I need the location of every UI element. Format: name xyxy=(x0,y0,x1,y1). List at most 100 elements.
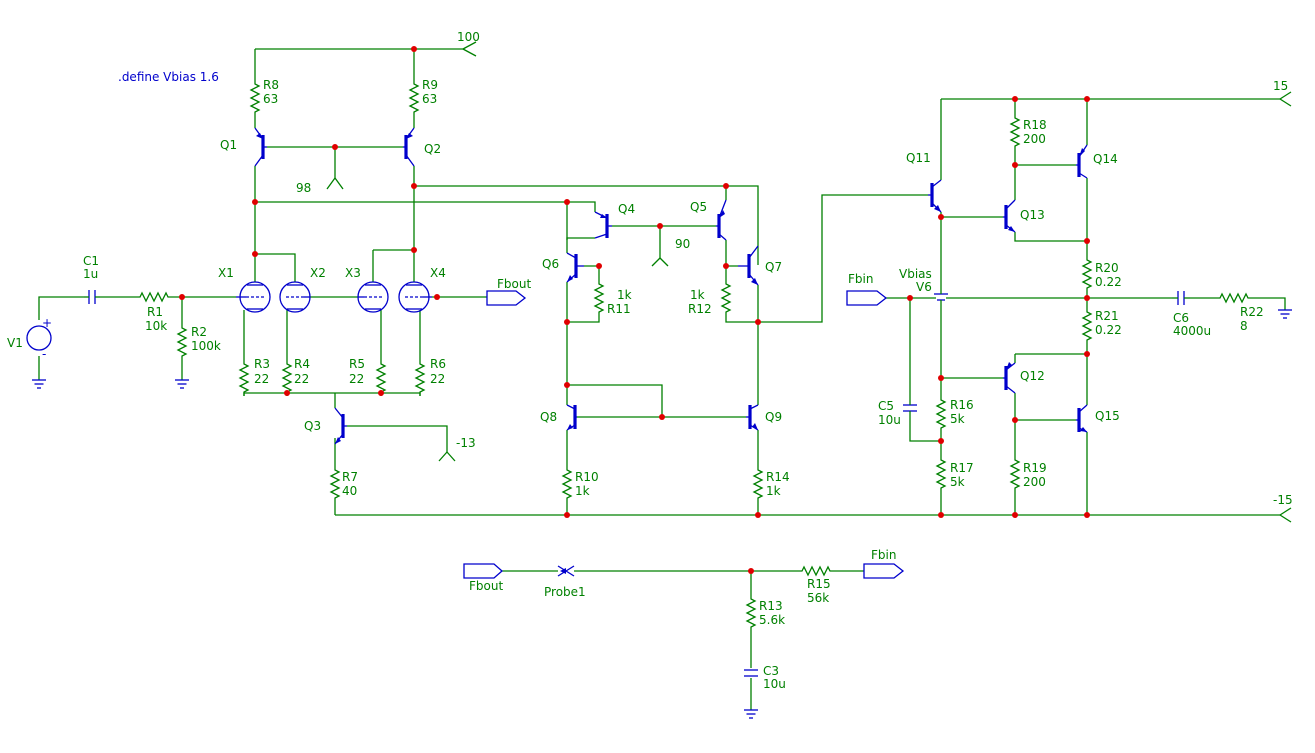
svg-text:10k: 10k xyxy=(145,319,167,333)
triode-x4[interactable]: X4 xyxy=(398,266,446,313)
transistor-q11[interactable]: Q11 xyxy=(906,151,942,213)
svg-text:Q4: Q4 xyxy=(618,202,635,216)
transistor-q15[interactable]: Q15 xyxy=(1076,404,1120,433)
svg-text:R11: R11 xyxy=(607,302,631,316)
capacitor-c6[interactable]: C6 4000u xyxy=(1172,291,1211,338)
svg-text:Q11: Q11 xyxy=(906,151,931,165)
supply-90-flag[interactable]: 90 xyxy=(651,237,690,267)
v1-voltage-source[interactable]: + - V1 xyxy=(7,316,52,361)
transistor-q12[interactable]: Q12 xyxy=(1003,362,1045,394)
svg-text:Q14: Q14 xyxy=(1093,152,1118,166)
fbout-port-left[interactable]: Fbout xyxy=(463,563,503,593)
svg-text:Fbout: Fbout xyxy=(497,277,531,291)
svg-text:22: 22 xyxy=(254,372,269,386)
v6-bias-source[interactable]: Vbias V6 xyxy=(899,267,948,306)
svg-text:0.22: 0.22 xyxy=(1095,323,1122,337)
svg-text:C5: C5 xyxy=(878,399,894,413)
svg-text:R10: R10 xyxy=(575,470,599,484)
triode-x3[interactable]: X3 xyxy=(345,266,389,313)
fbout-port-right[interactable]: Fbout xyxy=(486,277,531,306)
svg-text:Q13: Q13 xyxy=(1020,208,1045,222)
spice-directive[interactable]: .define Vbias 1.6 xyxy=(118,70,219,84)
svg-text:1k: 1k xyxy=(575,484,590,498)
svg-text:5k: 5k xyxy=(950,412,965,426)
svg-text:1k: 1k xyxy=(766,484,781,498)
supply-100-flag[interactable]: 100 xyxy=(457,30,480,57)
svg-text:10u: 10u xyxy=(878,413,901,427)
svg-text:200: 200 xyxy=(1023,475,1046,489)
supply-neg13-flag[interactable]: -13 xyxy=(438,436,476,462)
triode-x2[interactable]: X2 xyxy=(279,266,326,313)
transistor-q14[interactable]: Q14 xyxy=(1076,144,1118,179)
svg-text:56k: 56k xyxy=(807,591,829,605)
ground-icon xyxy=(31,379,47,389)
fbin-port-right[interactable]: Fbin xyxy=(863,548,905,579)
transistor-q4[interactable]: Q4 xyxy=(594,202,635,239)
svg-text:C6: C6 xyxy=(1173,311,1189,325)
fbin-port-left[interactable]: Fbin xyxy=(846,272,888,306)
transistor-q7[interactable]: Q7 xyxy=(738,245,782,286)
svg-text:4000u: 4000u xyxy=(1173,324,1211,338)
capacitor-c5[interactable]: C5 10u xyxy=(878,399,917,427)
capacitor-c3[interactable]: C3 10u xyxy=(744,664,786,691)
capacitor-c1[interactable]: C1 1u xyxy=(83,254,100,304)
wires xyxy=(38,48,1286,710)
svg-text:Q1: Q1 xyxy=(220,138,237,152)
transistor-q9[interactable]: Q9 xyxy=(746,404,782,431)
svg-text:Vbias: Vbias xyxy=(899,267,932,281)
triode-x1[interactable]: X1 xyxy=(218,266,271,313)
supply-15-flag[interactable]: 15 xyxy=(1273,79,1292,107)
transistor-q2[interactable]: Q2 xyxy=(403,127,441,167)
svg-text:R18: R18 xyxy=(1023,118,1047,132)
svg-text:R20: R20 xyxy=(1095,261,1119,275)
svg-text:40: 40 xyxy=(342,484,357,498)
svg-text:1k: 1k xyxy=(690,288,705,302)
transistor-q3[interactable]: Q3 xyxy=(304,407,347,445)
svg-text:V6: V6 xyxy=(916,280,932,294)
svg-text:Fbout: Fbout xyxy=(469,579,503,593)
transistor-q5[interactable]: Q5 xyxy=(690,199,727,241)
svg-text:10u: 10u xyxy=(763,677,786,691)
supply-neg15-flag[interactable]: -15 xyxy=(1273,493,1293,523)
transistor-q1[interactable]: Q1 xyxy=(220,127,267,167)
svg-text:R7: R7 xyxy=(342,470,358,484)
svg-text:X4: X4 xyxy=(430,266,446,280)
transistor-q6[interactable]: Q6 xyxy=(542,252,584,283)
transistor-q8[interactable]: Q8 xyxy=(540,404,577,431)
probe-1[interactable]: Probe1 xyxy=(544,565,586,599)
svg-text:C1: C1 xyxy=(83,254,99,268)
supply-98-flag[interactable]: 98 xyxy=(296,177,344,195)
svg-text:Fbin: Fbin xyxy=(848,272,873,286)
svg-text:X2: X2 xyxy=(310,266,326,280)
svg-text:R1: R1 xyxy=(147,305,163,319)
svg-text:15: 15 xyxy=(1273,79,1288,93)
svg-text:R13: R13 xyxy=(759,599,783,613)
svg-text:X3: X3 xyxy=(345,266,361,280)
svg-text:100: 100 xyxy=(457,30,480,44)
transistor-q13[interactable]: Q13 xyxy=(1003,199,1045,233)
svg-text:R17: R17 xyxy=(950,461,974,475)
